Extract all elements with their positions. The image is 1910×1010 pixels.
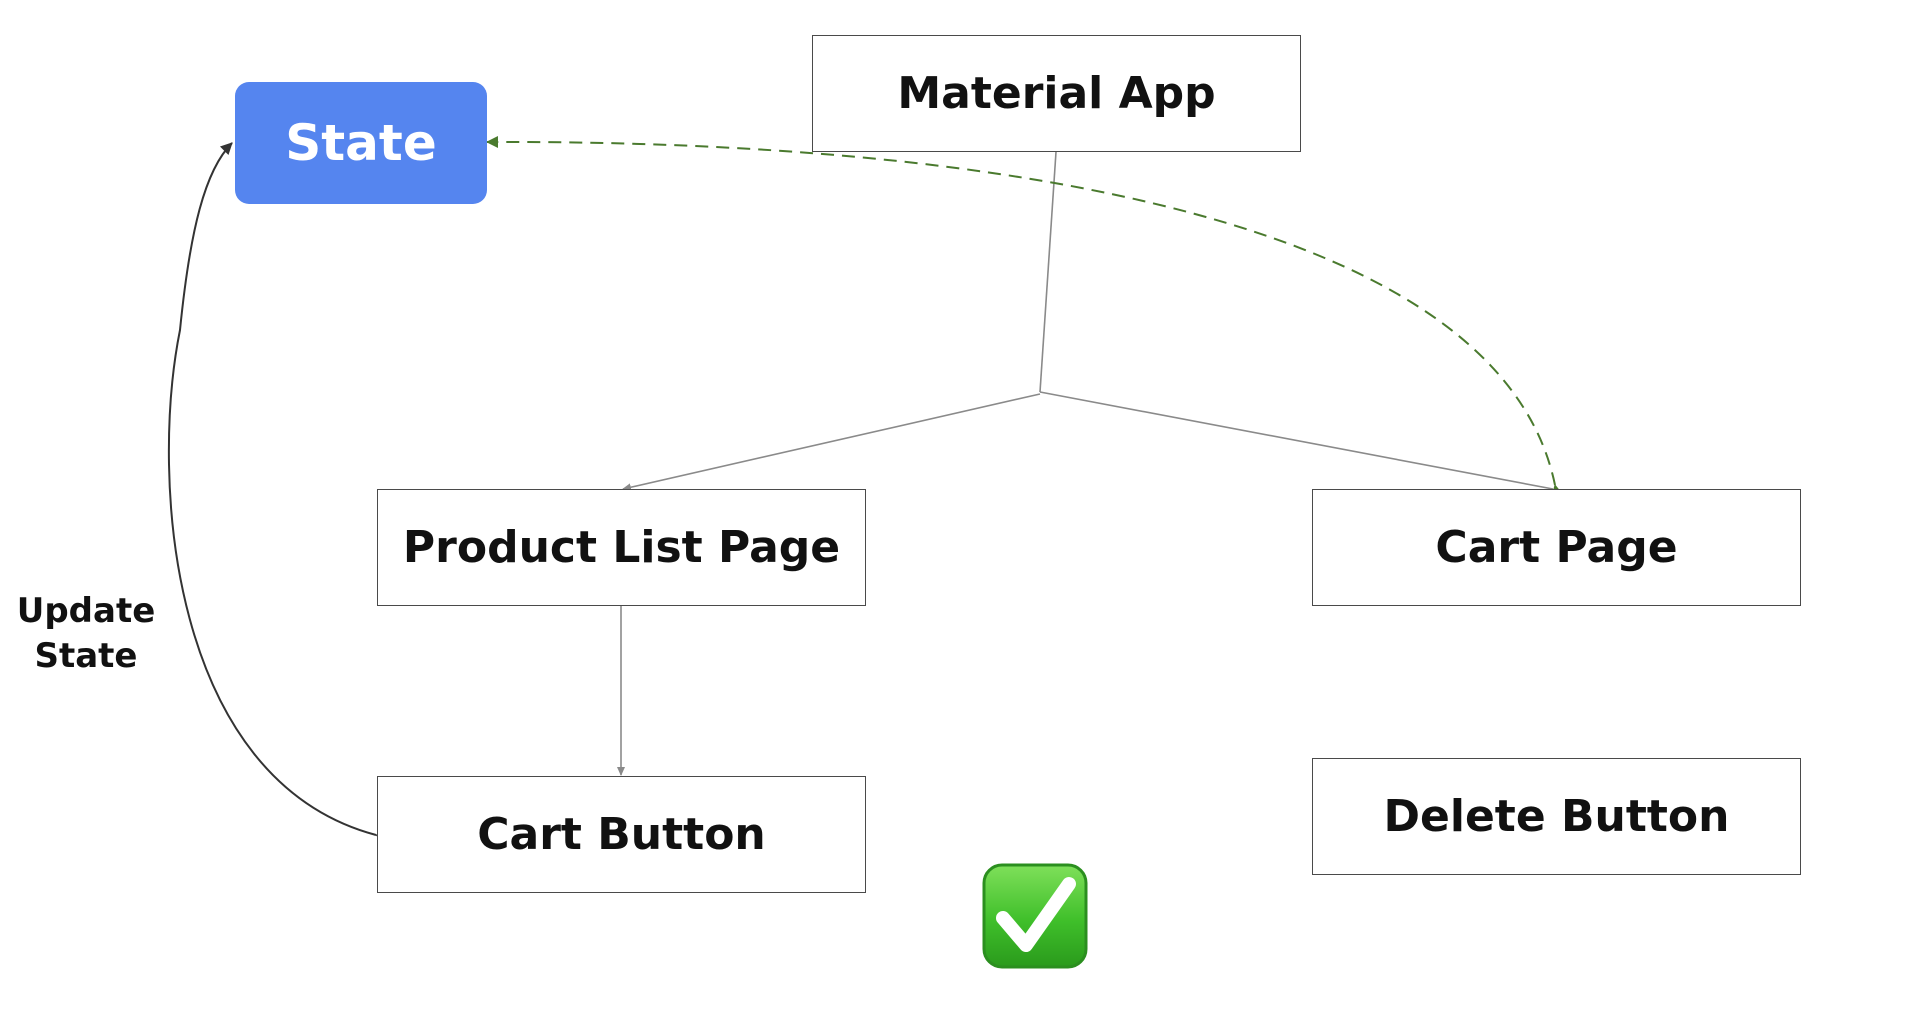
state-to-cart-page-dashed-arrow — [486, 135, 1564, 497]
update-state-label-line-1: Update — [16, 591, 156, 631]
update-state-curved-arrow — [167, 142, 389, 844]
update-state-label: Update State — [12, 589, 160, 679]
tree-trunk-line — [1039, 151, 1057, 393]
state-node: State — [235, 82, 487, 204]
cart-button-node: Cart Button — [377, 776, 866, 893]
cart-page-node: Cart Page — [1312, 489, 1801, 606]
product-list-page-node: Product List Page — [377, 489, 866, 606]
tree-branch-to-cart-page — [1039, 391, 1554, 490]
check-mark-button-icon — [982, 863, 1088, 969]
tree-branch-to-product-list — [622, 393, 1041, 492]
update-state-label-line-2: State — [34, 636, 138, 676]
material-app-node: Material App — [812, 35, 1301, 152]
delete-button-node: Delete Button — [1312, 758, 1801, 875]
